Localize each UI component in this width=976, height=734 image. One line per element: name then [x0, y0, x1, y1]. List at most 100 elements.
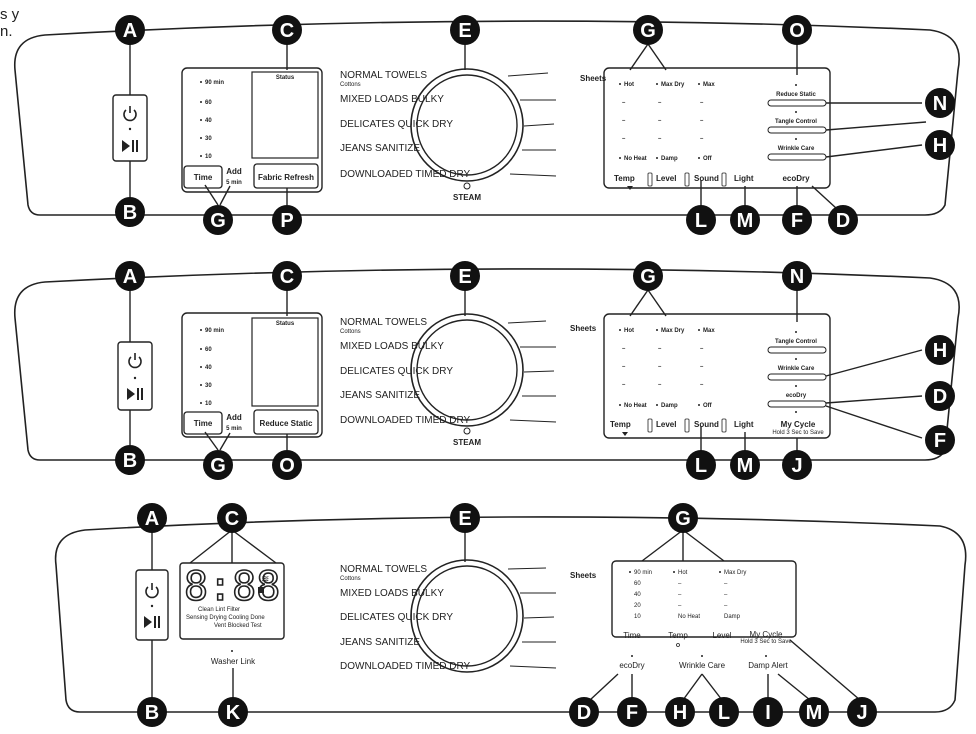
svg-text:J: J	[791, 455, 802, 477]
svg-text:Max Dry: Max Dry	[724, 570, 746, 576]
svg-text:Wrinkle Care: Wrinkle Care	[778, 146, 815, 152]
svg-text:MIXED LOADS BULKY: MIXED LOADS BULKY	[340, 588, 444, 599]
washer-link-label: Washer Link	[211, 657, 256, 666]
level-option: –	[658, 364, 662, 370]
lock-icon	[258, 587, 264, 593]
svg-text:A: A	[123, 266, 137, 288]
svg-text:–: –	[724, 603, 728, 609]
callout-M: M	[730, 450, 760, 480]
svg-text:C: C	[225, 508, 239, 530]
level-option: Damp	[661, 156, 678, 162]
callout-O: O	[272, 450, 302, 480]
reduce-static-button[interactable]	[767, 99, 827, 107]
status-display	[251, 71, 319, 159]
panel-2: 90 min 60 40 30 10 Status Time Add 5 min…	[14, 261, 960, 480]
time-option: 90 min	[634, 570, 652, 576]
power-icon	[123, 105, 137, 122]
level-option: Max Dry	[661, 82, 685, 88]
svg-text:Sheets: Sheets	[570, 324, 597, 333]
temp-option: –	[622, 364, 626, 370]
level-option: –	[658, 346, 662, 352]
svg-text:–: –	[622, 136, 626, 142]
time-option: 10	[634, 614, 641, 620]
svg-text:No Heat: No Heat	[624, 403, 647, 409]
svg-text:Sound: Sound	[694, 174, 719, 183]
svg-text:5 min: 5 min	[226, 426, 242, 432]
display-done: Done	[250, 615, 265, 621]
wrinkle-care-button[interactable]	[767, 373, 827, 381]
svg-text:Level: Level	[656, 174, 676, 183]
cycle-jeans: JEANS SANITIZE	[340, 143, 420, 154]
light-label: Light	[734, 420, 754, 429]
level-option: –	[724, 603, 728, 609]
damp-alert-button[interactable]: Damp Alert	[748, 661, 788, 670]
svg-text:–: –	[700, 118, 704, 124]
cycle-normal-towels: NORMAL TOWELS	[340, 317, 427, 328]
svg-text:C: C	[280, 266, 294, 288]
level-option: –	[658, 382, 662, 388]
svg-text:–: –	[622, 364, 626, 370]
power-icon	[128, 352, 142, 369]
play-pause-icon	[144, 616, 160, 628]
svg-text:E: E	[458, 508, 471, 530]
level-option: –	[724, 581, 728, 587]
temp-option: Hot	[624, 328, 634, 334]
display-lint: Lint	[215, 607, 225, 613]
svg-text:M: M	[737, 210, 754, 232]
svg-text:–: –	[700, 382, 704, 388]
time-status-panel	[181, 67, 323, 193]
time-button[interactable]	[183, 165, 223, 189]
tangle-control-label: Tangle Control	[775, 339, 817, 345]
svg-text:Damp: Damp	[661, 403, 678, 409]
wrinkle-care-button[interactable]	[767, 153, 827, 161]
temp-option: –	[622, 118, 626, 124]
svg-text:H: H	[673, 702, 687, 724]
svg-text:NORMAL TOWELS: NORMAL TOWELS	[340, 564, 427, 575]
callout-O: O	[782, 15, 812, 45]
svg-text:Max: Max	[703, 328, 715, 334]
svg-text:N: N	[790, 266, 804, 288]
svg-text:–: –	[658, 136, 662, 142]
svg-text:Temp: Temp	[668, 631, 688, 640]
svg-text:Time: Time	[194, 173, 213, 182]
svg-text:30: 30	[205, 136, 212, 142]
corner-text: s y n.	[0, 6, 19, 40]
svg-text:Reduce Static: Reduce Static	[776, 92, 816, 98]
sound-option: Max	[703, 328, 715, 334]
svg-text:Reduce Static: Reduce Static	[260, 419, 313, 428]
svg-text:Clean Lint Filter: Clean Lint Filter	[198, 607, 240, 613]
wrinkle-care-button[interactable]: Wrinkle Care	[679, 661, 726, 670]
callout-B: B	[115, 445, 145, 475]
svg-text:60: 60	[205, 347, 212, 353]
svg-text:–: –	[678, 592, 682, 598]
temp-option: –	[622, 382, 626, 388]
ecodry-button[interactable]	[767, 400, 827, 408]
time-option: 40	[205, 118, 212, 124]
cycle-dial[interactable]	[410, 313, 524, 427]
time-button[interactable]	[183, 411, 223, 435]
svg-text:Max: Max	[703, 82, 715, 88]
callout-L: L	[686, 205, 716, 235]
wrinkle-care-label: Wrinkle Care	[778, 366, 815, 372]
callout-D: D	[569, 697, 599, 727]
ecodry-button[interactable]: ecoDry	[619, 661, 644, 670]
svg-text:L: L	[695, 455, 707, 477]
svg-text:JEANS SANITIZE: JEANS SANITIZE	[340, 637, 420, 648]
svg-text:Wrinkle Care: Wrinkle Care	[778, 366, 815, 372]
cycle-dial[interactable]	[410, 68, 524, 182]
fabric-refresh-button[interactable]	[253, 163, 319, 189]
display-clean: Clean	[198, 607, 214, 613]
cycle-dial[interactable]	[410, 559, 524, 673]
power-button[interactable]	[117, 341, 153, 411]
tangle-control-button[interactable]	[767, 126, 827, 134]
cycle-normal-towels: NORMAL TOWELS	[340, 70, 427, 81]
svg-text:40: 40	[634, 592, 641, 598]
svg-text:NORMAL TOWELS: NORMAL TOWELS	[340, 70, 427, 81]
reduce-static-button[interactable]	[253, 409, 319, 435]
svg-text:–: –	[700, 364, 704, 370]
temp-label: Temp	[610, 420, 631, 429]
tangle-control-button[interactable]	[767, 346, 827, 354]
svg-text:Fabric Refresh: Fabric Refresh	[258, 173, 314, 182]
svg-text:Wrinkle Care: Wrinkle Care	[679, 661, 726, 670]
